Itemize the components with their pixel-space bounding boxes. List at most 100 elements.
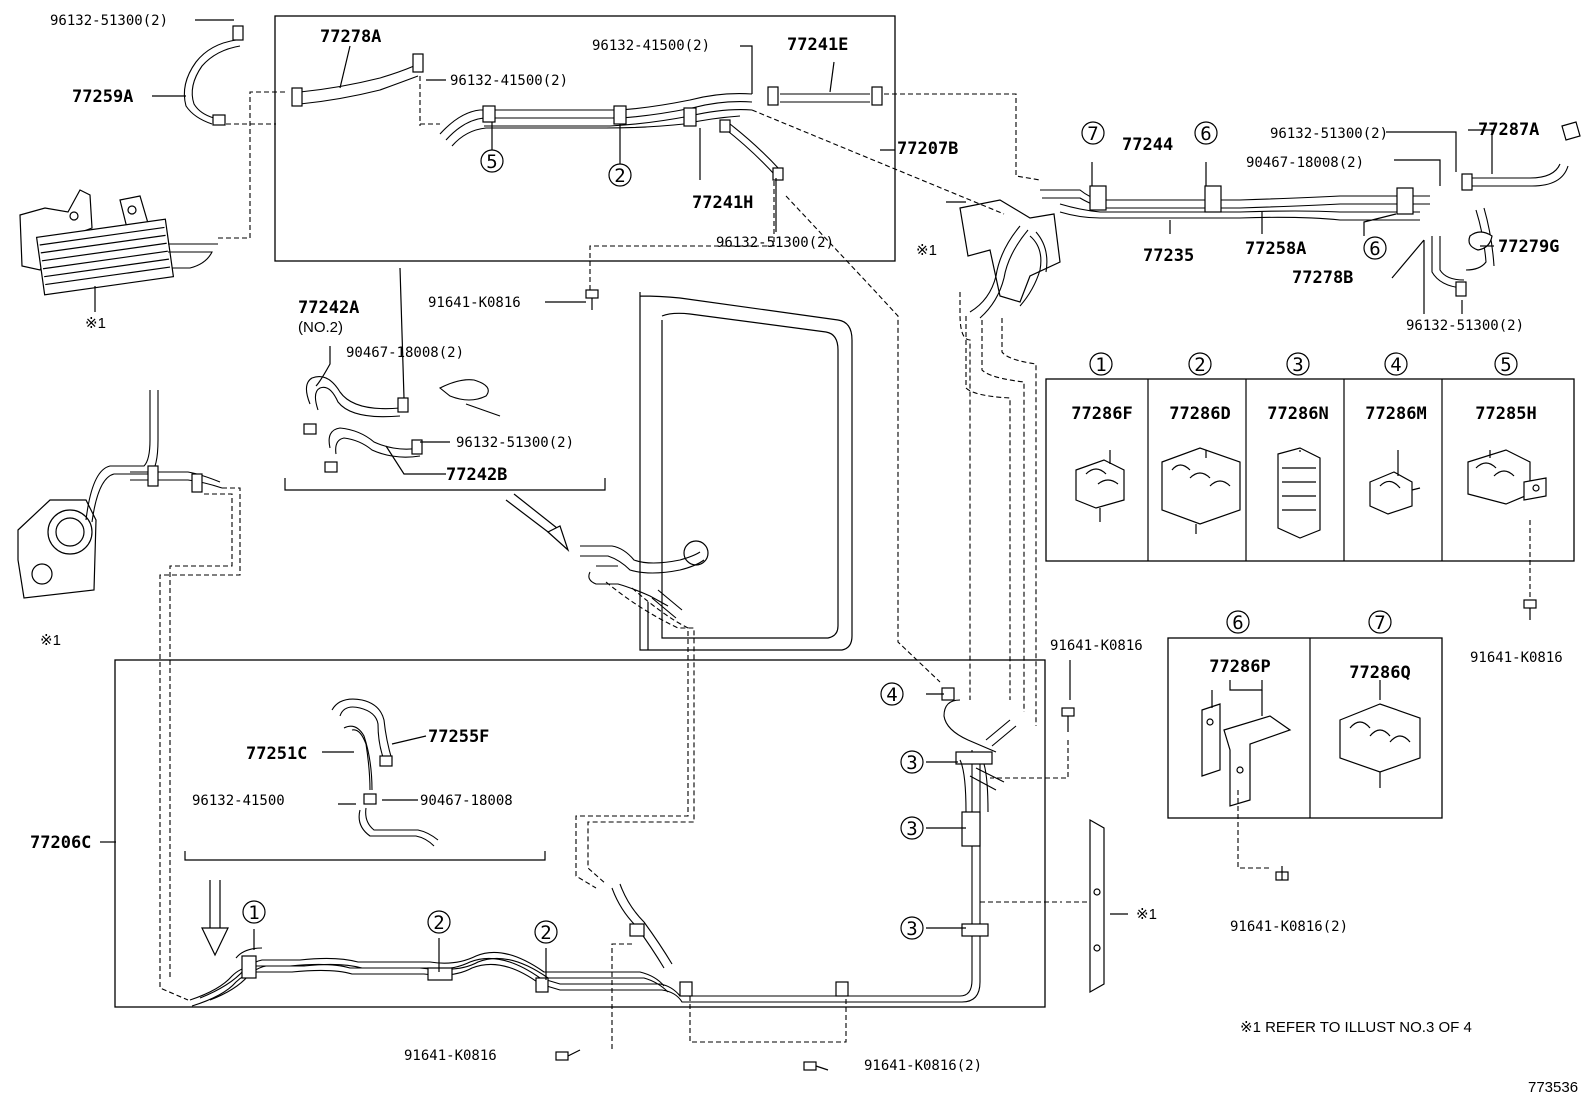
label-96132-51300-2-d: 96132-51300(2)	[1270, 126, 1388, 142]
label-91641-K0816-2-b: 91641-K0816(2)	[864, 1058, 982, 1074]
callout-circle-7a: 7	[1081, 121, 1105, 145]
body-panel-outline	[639, 292, 853, 651]
label-77278A: 77278A	[320, 27, 381, 47]
svg-text:7: 7	[1087, 123, 1098, 145]
label-77278B: 77278B	[1292, 268, 1353, 288]
svg-text:6: 6	[1232, 612, 1243, 634]
svg-text:77285H: 77285H	[1475, 404, 1536, 424]
lower-detail-box	[114, 659, 1046, 1008]
callout-circle-1: 1	[242, 900, 266, 924]
svg-text:6: 6	[1369, 238, 1380, 260]
callout-circle-2a: 2	[608, 124, 632, 187]
clamp-icon-77285H	[1467, 449, 1547, 505]
svg-text:3: 3	[906, 752, 917, 774]
callout-circle-3a: 3	[900, 750, 924, 774]
label-96132-51300-2-e: 96132-51300(2)	[1406, 318, 1524, 334]
svg-text:77286F: 77286F	[1071, 404, 1132, 424]
callout-circle-2c: 2	[534, 920, 558, 944]
svg-text:2: 2	[1194, 354, 1205, 376]
label-77259A: 77259A	[72, 87, 133, 107]
label-91641-K0816-c: 91641-K0816	[1470, 650, 1563, 666]
svg-text:3: 3	[906, 818, 917, 840]
label-77251C: 77251C	[246, 744, 307, 764]
lower-pipes	[189, 687, 1017, 1007]
label-77242B: 77242B	[446, 465, 507, 485]
callout-circle-6b: 6	[1363, 236, 1387, 260]
oil-cooler-illustration	[19, 189, 218, 312]
reference-note: ※1 REFER TO ILLUST NO.3 OF 4	[1240, 1019, 1472, 1036]
clamp-table	[1045, 378, 1575, 562]
callout-circle-5: 5	[480, 122, 504, 173]
cooler-block-left	[17, 390, 223, 599]
label-91641-K0816-a: 91641-K0816	[428, 295, 521, 311]
bolt-icon-2	[1061, 707, 1075, 732]
svg-text:2: 2	[614, 165, 625, 187]
svg-text:2: 2	[540, 922, 551, 944]
clamp-table-2-headers: 6 7 77286P 77286Q	[1209, 610, 1411, 683]
label-77241E: 77241E	[787, 35, 848, 55]
svg-text:1: 1	[1095, 354, 1106, 376]
label-77258A: 77258A	[1245, 239, 1306, 259]
svg-text:2: 2	[433, 912, 444, 934]
svg-text:6: 6	[1200, 123, 1211, 145]
fitting-77279G	[1468, 231, 1493, 251]
label-77241H: 77241H	[692, 193, 753, 213]
label-90467-18008: 90467-18008	[420, 793, 513, 809]
clamp-icon-77286P	[1201, 703, 1292, 807]
hoses-77242	[303, 376, 501, 473]
bracket-77251	[184, 851, 546, 861]
svg-text:7: 7	[1374, 612, 1385, 634]
clamp-icon-77286Q	[1339, 703, 1421, 788]
ref-mark-bracket: ※1	[1136, 906, 1157, 923]
svg-text:4: 4	[886, 684, 897, 706]
bolt-icon-6	[803, 1061, 829, 1071]
label-77255F: 77255F	[428, 727, 489, 747]
callout-circle-2b: 2	[427, 910, 451, 934]
callout-circle-4: 4	[880, 682, 904, 706]
clamp-table-headers: 1 2 3 4 5 77286F 77286D 77286N 77286M 77…	[1071, 352, 1537, 424]
label-77206C: 77206C	[30, 833, 91, 853]
bolt-icon-3	[1523, 599, 1537, 620]
bolt-icon-1	[585, 289, 599, 310]
bolt-icon-5	[555, 1049, 581, 1061]
svg-text:77286N: 77286N	[1267, 404, 1328, 424]
svg-text:5: 5	[1500, 354, 1511, 376]
dashed-leaders	[159, 76, 1531, 1052]
label-91641-K0816-2-a: 91641-K0816(2)	[1230, 919, 1348, 935]
svg-text:77286D: 77286D	[1169, 404, 1230, 424]
fitting-77287A	[1561, 121, 1581, 141]
label-96132-41500-2-b: 96132-41500(2)	[592, 38, 710, 54]
arrow-pointer-1	[505, 493, 570, 552]
label-96132-51300-2-c: 96132-51300(2)	[456, 435, 574, 451]
label-90467-18008-2-b: 90467-18008(2)	[1246, 155, 1364, 171]
label-96132-51300-2-b: 96132-51300(2)	[716, 235, 834, 251]
clamp-icon-77286N	[1277, 447, 1321, 539]
label-77235: 77235	[1143, 246, 1194, 266]
label-96132-41500: 96132-41500	[192, 793, 285, 809]
svg-text:1: 1	[248, 902, 259, 924]
svg-text:77286Q: 77286Q	[1349, 663, 1410, 683]
bolt-icon-4	[1275, 866, 1289, 881]
hoses-77251C-77255F	[331, 698, 439, 847]
clamp-icon-77286F	[1075, 459, 1125, 522]
callout-circle-3b: 3	[900, 816, 924, 840]
label-96132-41500-2-a: 96132-41500(2)	[450, 73, 568, 89]
label-91641-K0816-d: 91641-K0816	[404, 1048, 497, 1064]
ref-mark-cooler-top: ※1	[85, 315, 106, 332]
upper-detail-box	[274, 15, 896, 262]
leader-lines	[100, 19, 1494, 980]
bracket-right	[1089, 818, 1105, 994]
svg-text:77286M: 77286M	[1365, 404, 1426, 424]
label-91641-K0816-b: 91641-K0816	[1050, 638, 1143, 654]
svg-text:4: 4	[1390, 354, 1401, 376]
pipe-joint-center	[580, 540, 709, 619]
label-77279G: 77279G	[1498, 237, 1559, 257]
clamp-table-2	[1167, 637, 1443, 819]
svg-text:3: 3	[1292, 354, 1303, 376]
callout-circle-3c: 3	[900, 916, 924, 940]
bracket-77242	[284, 478, 606, 491]
callout-circle-6a: 6	[1194, 121, 1218, 145]
label-77242A: 77242A	[298, 298, 359, 318]
clamp-icon-77286M	[1369, 471, 1421, 515]
